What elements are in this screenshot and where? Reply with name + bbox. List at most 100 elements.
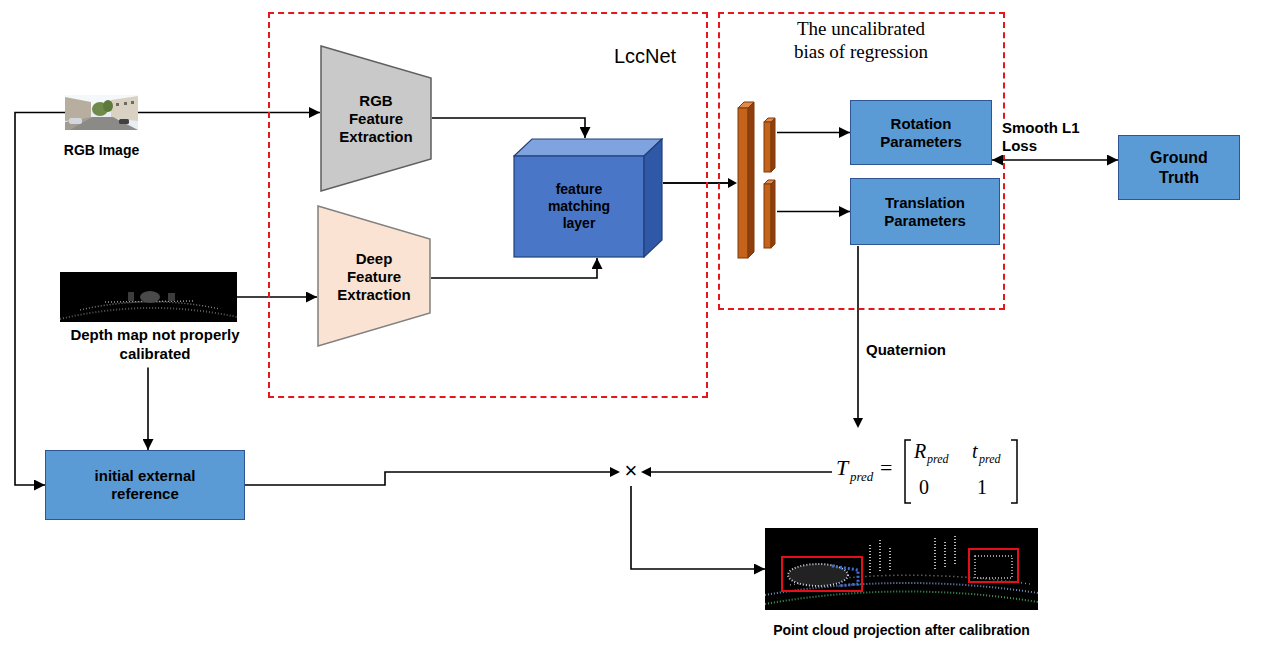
depth-scan <box>60 308 237 319</box>
initial-extrinsics-box: initial external reference <box>45 450 245 520</box>
depth-object <box>128 292 134 301</box>
region-title: LccNet <box>605 44 685 68</box>
connector <box>992 159 1118 161</box>
depth-map-image: Depth map not properly calibrated <box>60 272 237 322</box>
math-subscript: pred <box>850 470 873 485</box>
connector <box>15 113 65 486</box>
cloud-building <box>870 536 955 575</box>
trapezoid-outline <box>321 46 431 191</box>
math-subscript: pred <box>927 453 949 467</box>
photo-car <box>119 119 129 124</box>
highlight-box <box>782 557 862 591</box>
node-label: Rotation Parameters <box>857 115 985 151</box>
matrix-arrow <box>650 471 832 473</box>
math-symbol: T <box>836 455 848 480</box>
connector <box>663 133 850 184</box>
connector <box>138 112 320 114</box>
arrowhead <box>853 418 863 428</box>
node-label: Translation Parameters <box>857 194 993 230</box>
photo-sidewalk <box>65 117 92 130</box>
math-symbol: R <box>914 440 926 463</box>
point-cloud-image: Point cloud projection after calibration <box>765 528 1038 610</box>
bar-side <box>771 118 775 172</box>
regression-region: The uncalibrated bias of regressionRotat… <box>718 12 1005 310</box>
quaternion-arrow <box>857 246 859 419</box>
connector <box>245 472 765 569</box>
bar-side <box>771 180 775 248</box>
photo-ground <box>65 95 138 130</box>
cloud-ground <box>765 528 1038 610</box>
rgb-image: RGB Image <box>65 95 138 130</box>
image-caption: Depth map not properly calibrated <box>55 326 255 364</box>
text-area: Deep Feature Extraction <box>332 243 416 311</box>
node-label: RGB Feature Extraction <box>334 92 418 146</box>
photo-building <box>111 96 138 121</box>
connector <box>663 183 850 212</box>
rgb-feature-extractor: RGB Feature Extraction <box>320 45 432 192</box>
photo-tree <box>103 100 113 112</box>
math-symbol: 0 <box>919 476 929 499</box>
highlight-box <box>969 549 1018 582</box>
point-cloud-picture <box>765 528 1038 610</box>
connector <box>431 258 597 278</box>
bar <box>764 184 771 248</box>
cube-top <box>514 139 662 156</box>
lccnet-region: LccNetRGB Feature ExtractionDeep Feature… <box>268 12 708 398</box>
rgb-photo <box>65 95 138 130</box>
cube-shape <box>513 138 663 258</box>
math-symbol: 1 <box>977 476 987 499</box>
cloud-wall <box>975 556 1012 578</box>
cloud-car <box>788 564 848 586</box>
photo-building <box>65 97 91 121</box>
matrix-bracket <box>905 440 911 503</box>
ground-truth-box: Ground Truth <box>1118 135 1240 200</box>
node-label: feature matching layer <box>539 181 619 231</box>
cloud-car <box>832 566 858 586</box>
cube-side <box>644 139 662 257</box>
translation-box: Translation Parameters <box>850 178 1000 245</box>
depth-picture <box>60 272 237 322</box>
math-symbol: t <box>972 440 978 463</box>
bar <box>764 122 771 172</box>
text-area: RGB Feature Extraction <box>334 85 418 153</box>
cloud-scan <box>765 591 1038 604</box>
photo-road <box>65 117 138 130</box>
image-caption: RGB Image <box>41 142 162 160</box>
photo-window <box>131 101 134 104</box>
photo-window <box>124 102 127 105</box>
depth-object <box>168 293 175 301</box>
edge-label: Smooth L1 Loss <box>1002 119 1088 155</box>
node-label: initial external reference <box>76 467 214 503</box>
photo-window <box>116 103 119 106</box>
cube-front <box>514 156 644 257</box>
text-area: feature matching layer <box>515 157 643 256</box>
feature-matching-cube: feature matching layer <box>513 138 663 258</box>
math-symbol: = <box>880 455 892 480</box>
trapezoid-outline <box>318 206 430 346</box>
multiply-sign: × <box>623 458 639 483</box>
photo-car <box>69 118 82 124</box>
image-caption: Point cloud projection after calibration <box>725 622 1078 640</box>
depth-ground <box>60 272 237 322</box>
region-title: The uncalibrated bias of regression <box>782 18 940 64</box>
connector <box>147 368 149 451</box>
node-label: Ground Truth <box>1131 148 1227 186</box>
depth-object <box>140 291 160 303</box>
rotation-box: Rotation Parameters <box>850 100 992 165</box>
bar-side <box>748 102 754 258</box>
connector <box>432 118 585 138</box>
deep-feature-extractor: Deep Feature Extraction <box>317 205 431 347</box>
arrow-label: Quaternion <box>866 341 946 358</box>
node-label: Deep Feature Extraction <box>332 250 416 304</box>
arrowhead <box>610 467 620 477</box>
arrowhead <box>641 467 651 477</box>
arrowhead <box>728 178 737 188</box>
connector <box>237 296 317 298</box>
regression-bars <box>738 102 775 258</box>
bar <box>738 108 748 258</box>
matrix-bracket <box>1011 440 1017 503</box>
math-subscript: pred <box>979 453 1001 467</box>
